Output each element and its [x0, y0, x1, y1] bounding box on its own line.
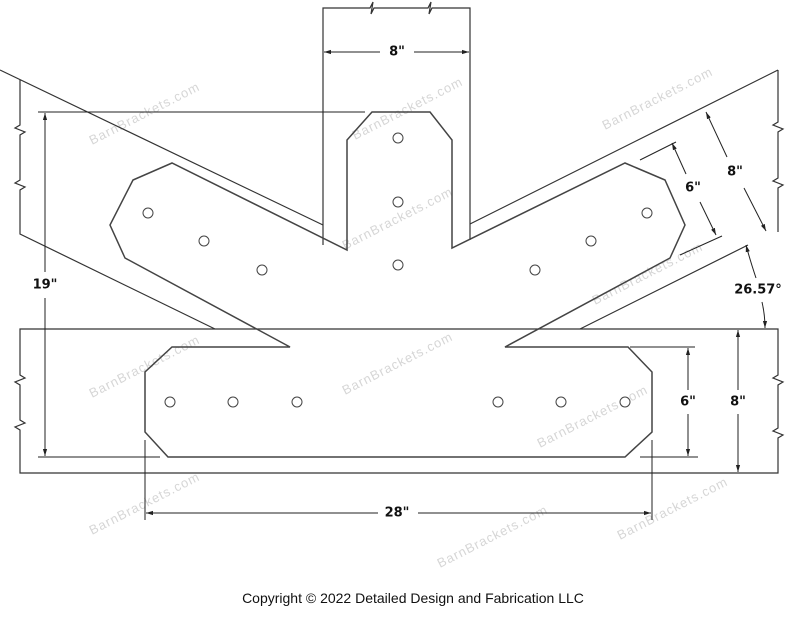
bolt-hole [641, 207, 653, 219]
bolt-hole [585, 235, 597, 247]
dim-post-width: 8" [389, 45, 405, 60]
bolt-hole [256, 264, 268, 276]
watermark: BarnBrackets.com [535, 382, 651, 451]
post [322, 1, 471, 245]
watermark: BarnBrackets.com [600, 64, 716, 133]
bolt-hole [291, 396, 303, 408]
timbers [0, 1, 785, 474]
bolt-hole [619, 396, 631, 408]
dim-overall-width: 28" [385, 506, 410, 521]
watermark: BarnBrackets.com [590, 239, 706, 308]
copyright-text: Copyright © 2022 Detailed Design and Fab… [242, 590, 584, 606]
watermark: BarnBrackets.com [340, 329, 456, 398]
dim-beam-width: 8" [730, 395, 746, 410]
right-rafter [469, 69, 785, 330]
bolt-hole [198, 235, 210, 247]
watermark: BarnBrackets.com [340, 184, 456, 253]
dim-rafter-plate-width: 6" [685, 181, 701, 196]
left-rafter [0, 69, 324, 330]
watermarks: BarnBrackets.com BarnBrackets.com BarnBr… [87, 64, 731, 571]
bolt-hole [529, 264, 541, 276]
bolt-hole [555, 396, 567, 408]
dim-beam-plate-width: 6" [680, 395, 696, 410]
watermark: BarnBrackets.com [87, 79, 203, 148]
dim-overall-height: 19" [33, 278, 58, 293]
watermark: BarnBrackets.com [87, 469, 203, 538]
bolt-hole [164, 396, 176, 408]
watermark: BarnBrackets.com [350, 74, 466, 143]
bolt-hole [142, 207, 154, 219]
bolt-hole [392, 259, 404, 271]
bracket-plate [109, 111, 686, 458]
watermark: BarnBrackets.com [435, 502, 551, 571]
dimensions: 8" 19" 28" 6" 8" 6" 8" 26.57° [33, 45, 782, 521]
bolt-hole [227, 396, 239, 408]
bolt-hole [392, 132, 404, 144]
dim-rafter-width: 8" [727, 165, 743, 180]
dim-angle: 26.57° [734, 283, 782, 298]
beam [13, 328, 785, 474]
bolt-hole [492, 396, 504, 408]
watermark: BarnBrackets.com [615, 474, 731, 543]
bolt-hole [392, 196, 404, 208]
bolt-holes [142, 132, 653, 408]
